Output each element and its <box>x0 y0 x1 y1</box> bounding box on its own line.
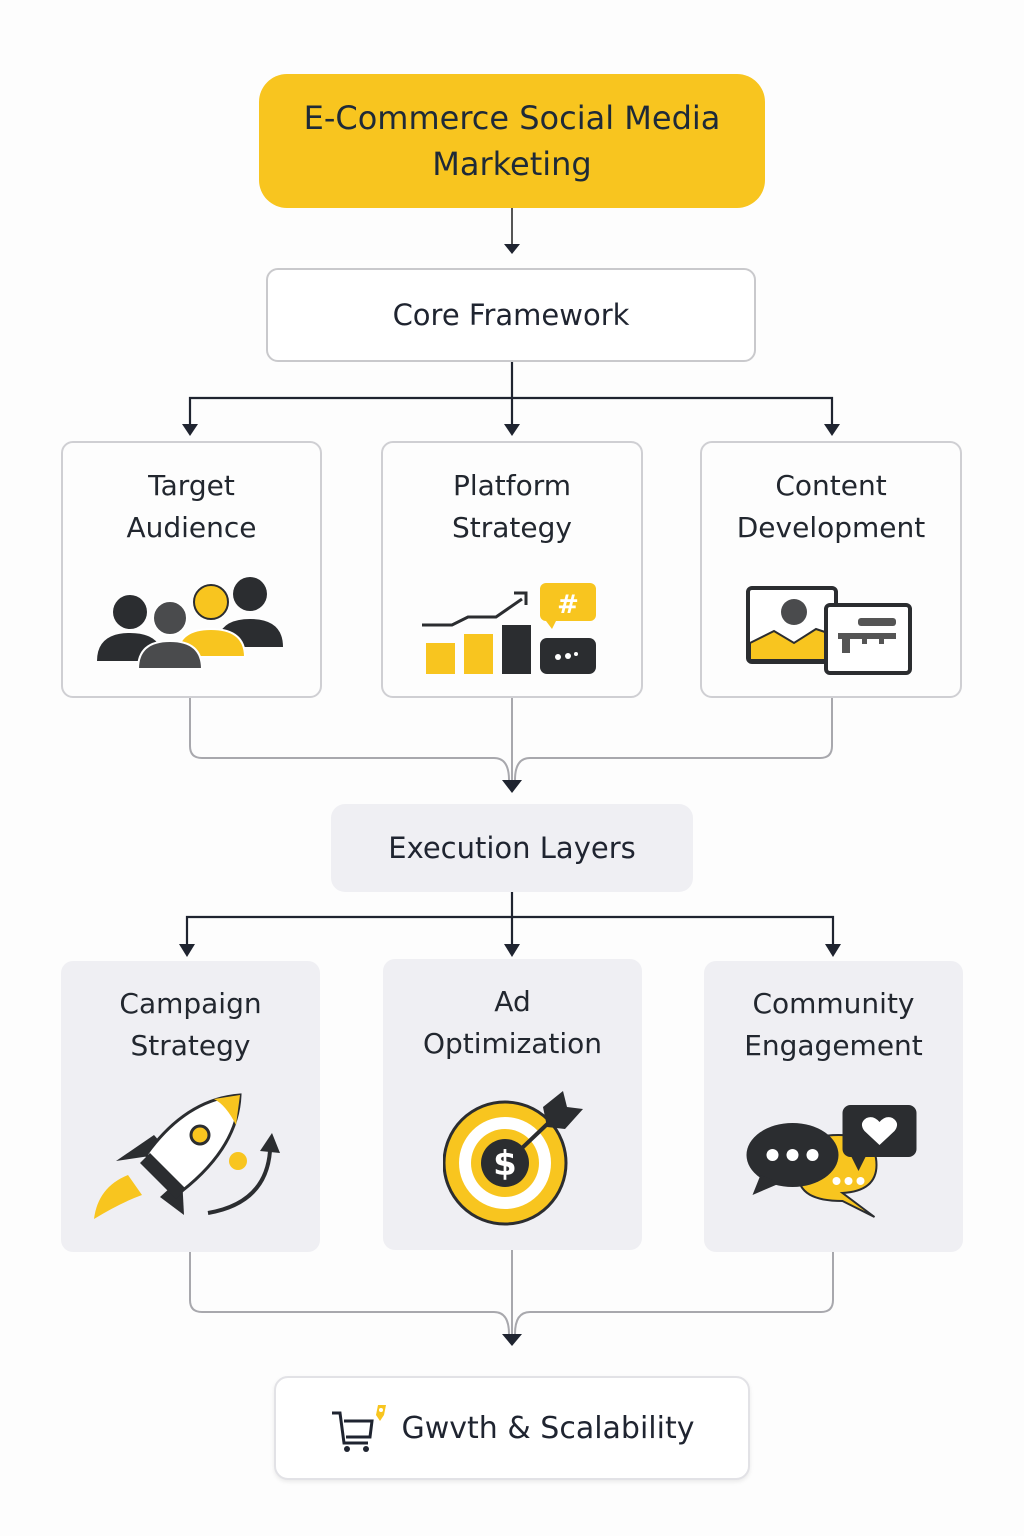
execution-layers-label: Execution Layers <box>388 831 636 865</box>
core-framework-label: Core Framework <box>392 298 630 332</box>
card-content-development[interactable]: Content Development <box>700 441 962 698</box>
card-target-audience[interactable]: Target Audience <box>61 441 322 698</box>
svg-text:$: $ <box>493 1144 517 1184</box>
target-dollar-icon: $ <box>442 1091 583 1226</box>
connector-merge-execution <box>189 698 833 781</box>
card-label: Community Engagement <box>744 987 923 1062</box>
shopping-cart-icon <box>331 1405 386 1452</box>
card-community-engagement[interactable]: Community Engagement <box>704 961 963 1252</box>
card-campaign-strategy[interactable]: Campaign Strategy <box>61 961 320 1252</box>
connector-merge-outcome <box>189 1250 834 1335</box>
connector-execution-split <box>185 892 835 946</box>
card-ad-optimization[interactable]: Ad Optimization $ <box>383 959 642 1250</box>
execution-layers-node[interactable]: Execution Layers <box>331 804 693 892</box>
card-label: Campaign Strategy <box>119 987 262 1062</box>
root-node-label: E-Commerce Social Media Marketing <box>303 99 721 183</box>
arrowhead-execution <box>502 780 522 793</box>
card-platform-strategy[interactable]: Platform Strategy # <box>381 441 643 698</box>
core-framework-node[interactable]: Core Framework <box>266 268 756 362</box>
growth-chart-hashtag-icon: # <box>422 583 596 674</box>
root-node[interactable]: E-Commerce Social Media Marketing <box>259 74 765 208</box>
growth-scalability-label: Gwvth & Scalability <box>401 1410 695 1446</box>
card-label: Content Development <box>736 469 926 544</box>
connector-core-split <box>188 362 834 426</box>
image-content-icon <box>746 586 912 675</box>
chat-bubbles-heart-icon <box>746 1105 916 1218</box>
audience-group-icon <box>96 577 283 670</box>
growth-scalability-node[interactable]: Gwvth & Scalability <box>274 1376 750 1480</box>
arrowhead-outcome <box>502 1334 522 1346</box>
arrowheads-execution-split <box>179 944 841 957</box>
connector-title-core <box>504 208 520 254</box>
card-label: Ad Optimization <box>422 985 603 1060</box>
card-label: Platform Strategy <box>452 469 572 544</box>
svg-text:#: # <box>557 590 579 620</box>
arrowheads-core-split <box>182 424 840 436</box>
card-label: Target Audience <box>126 469 257 544</box>
rocket-icon <box>93 1093 280 1219</box>
